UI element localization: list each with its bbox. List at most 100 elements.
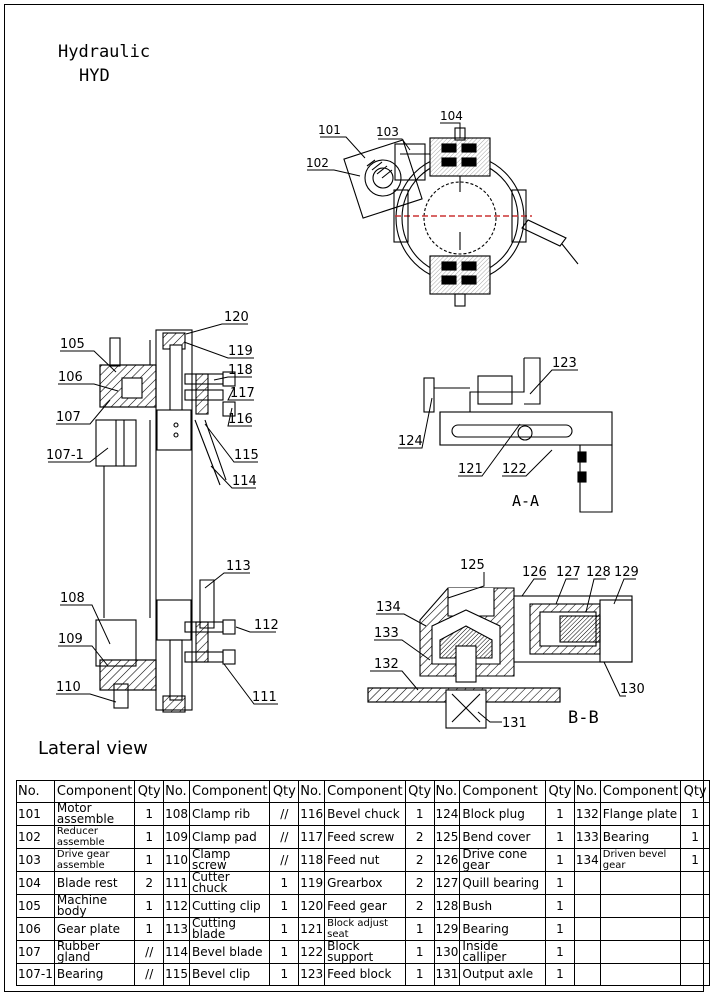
section-aa-view <box>423 357 613 513</box>
component-name-cell: Block adjust seat <box>324 917 406 941</box>
part-number-cell <box>573 871 601 895</box>
callout-132: 132 <box>374 657 399 672</box>
part-number-cell: 128 <box>433 894 461 918</box>
part-number-cell: 109 <box>163 825 190 849</box>
component-name-cell <box>599 871 682 895</box>
callout-120: 120 <box>224 310 249 325</box>
component-name-cell: Blade rest <box>53 871 136 895</box>
part-number-cell: 101 <box>16 802 55 826</box>
component-name-cell: Grearbox <box>324 871 406 895</box>
callout-101: 101 <box>318 123 341 137</box>
component-name-cell: Output axle <box>459 963 547 986</box>
part-number-cell: 114 <box>163 940 190 964</box>
component-name-cell: Cutter chuck <box>188 871 271 895</box>
component-name-cell <box>599 894 682 918</box>
component-name-cell: Reducer assemble <box>53 825 136 849</box>
callout-129: 129 <box>614 565 639 580</box>
table-header-cell: Qty <box>134 780 165 803</box>
quantity-cell: 1 <box>134 802 165 826</box>
part-number-cell: 131 <box>433 963 461 986</box>
component-name-cell: Bevel blade <box>188 940 271 964</box>
component-name-cell <box>599 917 682 941</box>
quantity-cell <box>680 894 710 918</box>
table-header-cell: Qty <box>680 780 710 803</box>
part-number-cell: 133 <box>573 825 601 849</box>
part-number-cell: 121 <box>298 917 326 941</box>
component-name-cell: Motor assemble <box>53 802 136 826</box>
component-name-cell: Clamp rib <box>188 802 271 826</box>
part-number-cell: 118 <box>298 848 326 872</box>
lateral-view-assembly <box>95 329 236 713</box>
section-bb-label: B-B <box>568 708 599 728</box>
quantity-cell: 1 <box>134 917 165 941</box>
callout-111: 111 <box>252 690 277 705</box>
quantity-cell: 1 <box>269 940 300 964</box>
component-name-cell: Cutting clip <box>188 894 271 918</box>
callout-103: 103 <box>376 125 399 139</box>
callout-128: 128 <box>586 565 611 580</box>
part-number-cell: 130 <box>433 940 461 964</box>
part-number-cell <box>573 963 601 986</box>
callout-107: 107 <box>56 410 81 425</box>
quantity-cell: 1 <box>134 848 165 872</box>
part-number-cell: 102 <box>16 825 55 849</box>
part-number-cell: 127 <box>433 871 461 895</box>
quantity-cell: 1 <box>134 894 165 918</box>
quantity-cell: 1 <box>680 802 710 826</box>
lateral-view-label: Lateral view <box>38 738 148 759</box>
component-name-cell: Feed nut <box>324 848 406 872</box>
sheet-border <box>4 4 704 992</box>
quantity-cell: 1 <box>545 871 575 895</box>
table-header-cell: Qty <box>404 780 435 803</box>
component-name-cell: Driven bevel gear <box>599 848 682 872</box>
component-name-cell: Bevel clip <box>188 963 271 986</box>
quantity-cell: 1 <box>545 917 575 941</box>
component-name-cell: Feed block <box>324 963 406 986</box>
quantity-cell: 1 <box>545 963 575 986</box>
component-name-cell: Feed gear <box>324 894 406 918</box>
component-name-cell: Bend cover <box>459 825 547 849</box>
callout-115: 115 <box>234 448 259 463</box>
quantity-cell: // <box>134 963 165 986</box>
callout-121: 121 <box>458 462 483 477</box>
quantity-cell: 2 <box>404 894 435 918</box>
component-name-cell: Block support <box>324 940 406 964</box>
table-header-cell: Qty <box>545 780 575 803</box>
callout-125: 125 <box>460 558 485 573</box>
quantity-cell: 1 <box>404 963 435 986</box>
callout-117: 117 <box>230 386 255 401</box>
quantity-cell: 1 <box>404 917 435 941</box>
part-number-cell: 112 <box>163 894 190 918</box>
table-header-cell: Component <box>53 780 136 803</box>
component-name-cell: Bush <box>459 894 547 918</box>
part-number-cell: 108 <box>163 802 190 826</box>
part-number-cell: 103 <box>16 848 55 872</box>
quantity-cell: 2 <box>404 825 435 849</box>
table-header-cell: No. <box>163 780 190 803</box>
callout-119: 119 <box>228 344 253 359</box>
quantity-cell: 1 <box>545 894 575 918</box>
table-header-cell: Component <box>459 780 547 803</box>
part-number-cell: 125 <box>433 825 461 849</box>
quantity-cell: 1 <box>269 871 300 895</box>
part-number-cell: 122 <box>298 940 326 964</box>
component-name-cell: Drive cone gear <box>459 848 547 872</box>
quantity-cell: 1 <box>269 963 300 986</box>
component-name-cell: Rubber gland <box>53 940 136 964</box>
part-number-cell: 116 <box>298 802 326 826</box>
section-aa-label: A-A <box>512 492 540 510</box>
callout-118: 118 <box>228 363 253 378</box>
part-number-cell: 107 <box>16 940 55 964</box>
quantity-cell <box>680 871 710 895</box>
component-name-cell: Clamp screw <box>188 848 271 872</box>
quantity-cell: 1 <box>545 848 575 872</box>
callout-122: 122 <box>502 462 527 477</box>
component-name-cell: Quill bearing <box>459 871 547 895</box>
component-name-cell <box>599 940 682 964</box>
quantity-cell: 1 <box>404 802 435 826</box>
part-number-cell: 119 <box>298 871 326 895</box>
